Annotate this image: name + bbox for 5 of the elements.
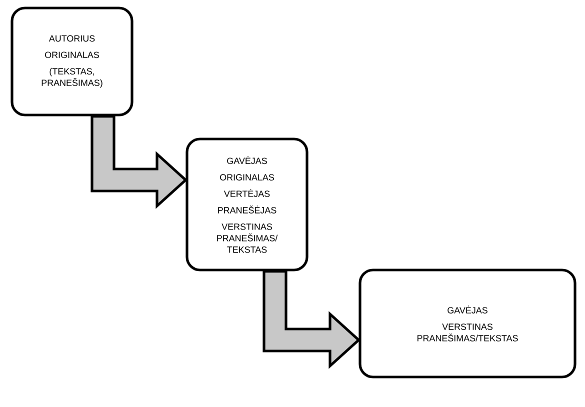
block-arrow — [90, 115, 188, 209]
process-box: GAVĖJAS VERSTINAS PRANEŠIMAS/TEKSTAS — [358, 268, 576, 378]
process-box: AUTORIUS ORIGINALAS (TEKSTAS, PRANEŠIMAS) — [10, 6, 134, 116]
process-box: GAVĖJAS ORIGINALAS VERTĖJAS PRANEŠĖJAS VERSTINAS PRANEŠIMAS/ TEKSTAS — [186, 138, 308, 272]
block-arrow — [262, 270, 361, 369]
